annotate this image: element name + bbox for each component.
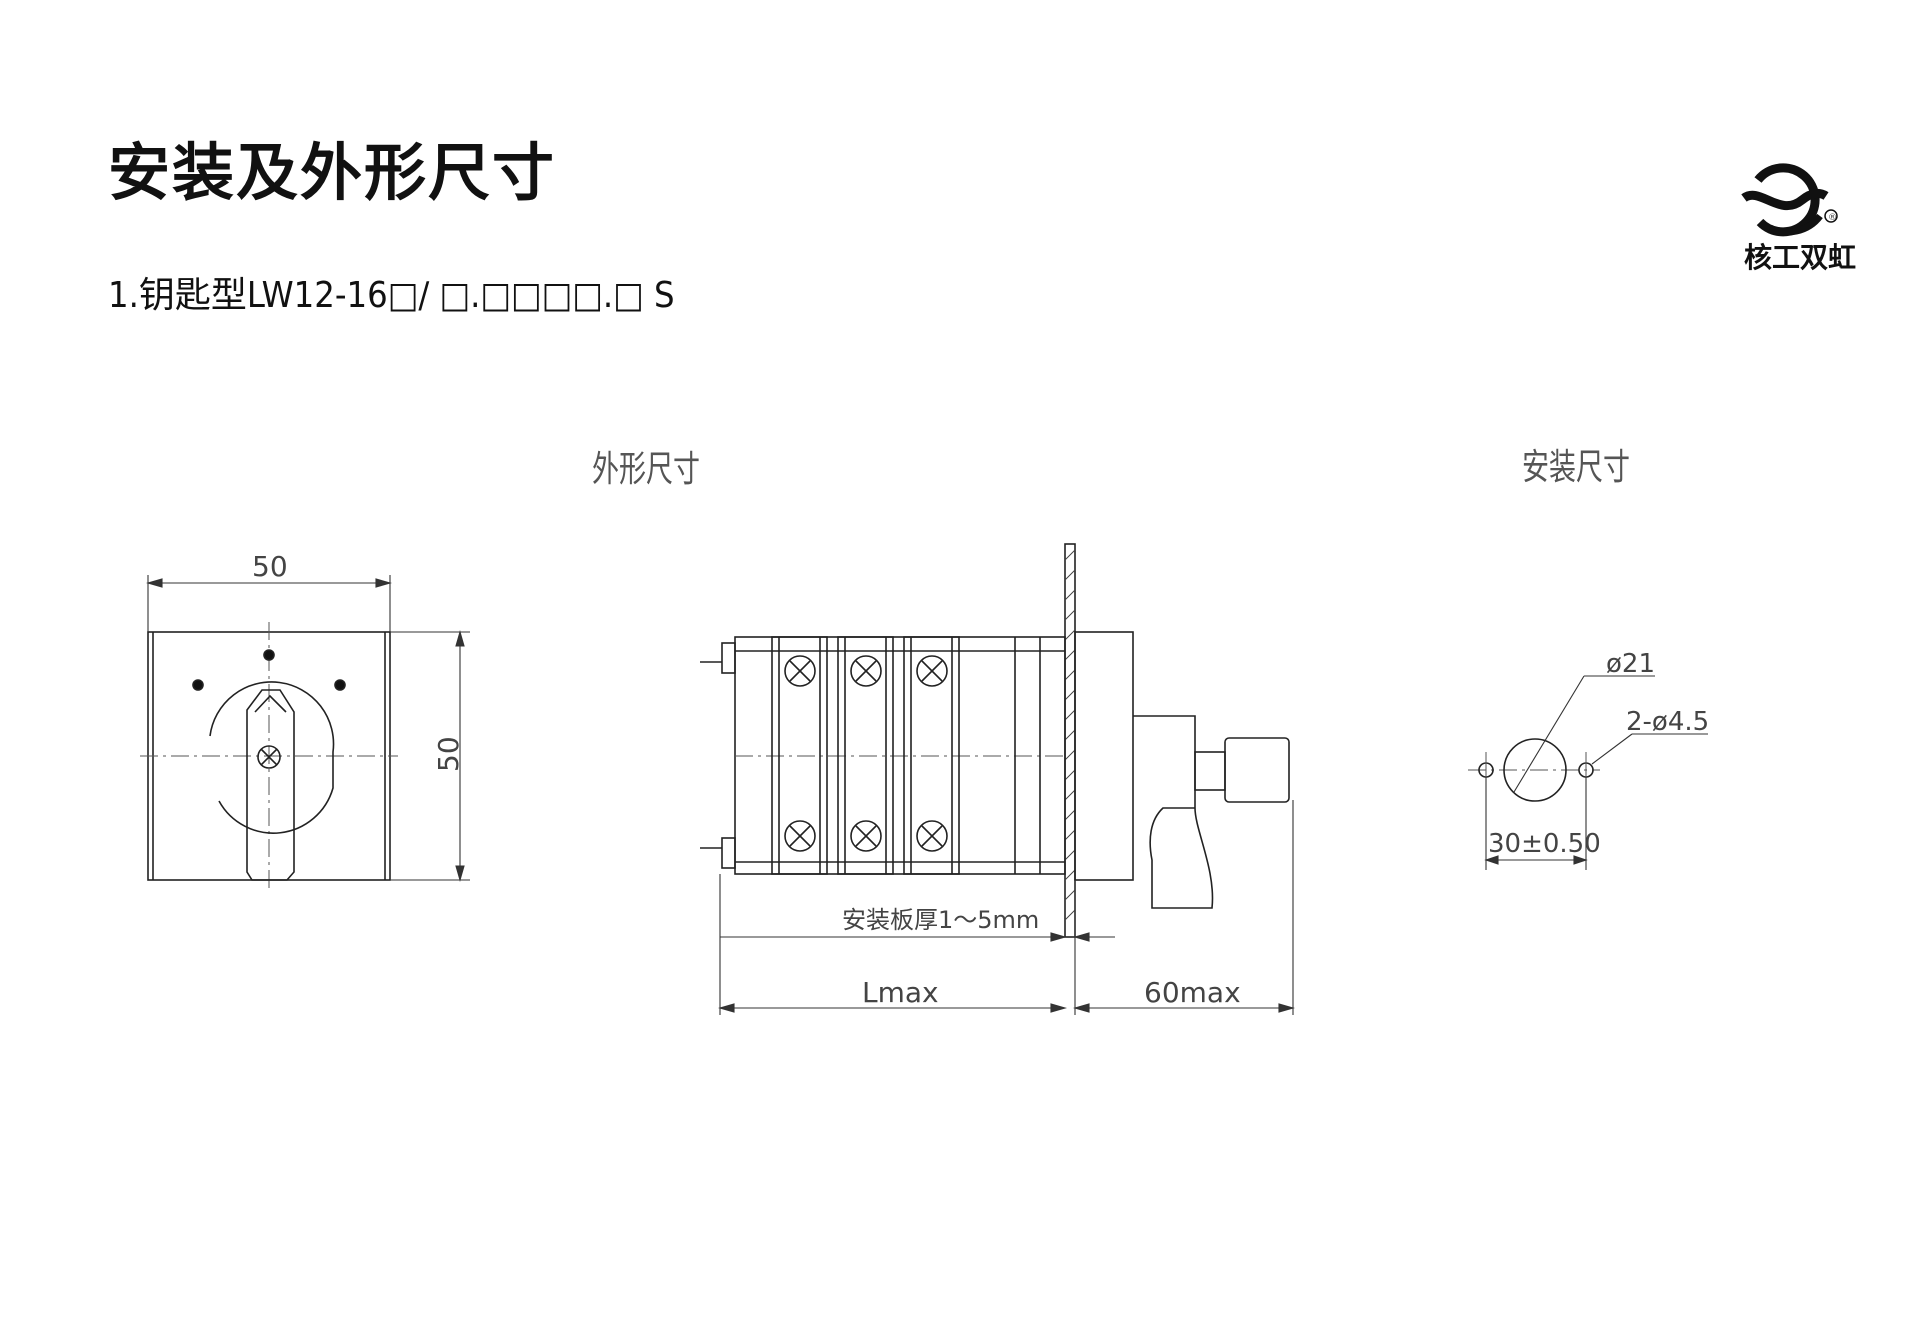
- rotary-handle: [246, 689, 295, 881]
- handle-profile: [1133, 715, 1214, 909]
- side-dimensions: [717, 800, 1296, 1015]
- position-dot-right: [334, 679, 346, 691]
- hole-spacing-label: 30±0.50: [1488, 829, 1601, 859]
- handle-pivot: [257, 745, 281, 769]
- key-stem: [1194, 751, 1226, 791]
- model-subtitle: 1.钥匙型LW12-16□/ □.□□□□.□ S: [108, 275, 675, 316]
- position-dot-left: [192, 679, 204, 691]
- center-hole-label: ø21: [1606, 649, 1655, 679]
- panel-thickness-label: 安装板厚1～5mm: [842, 906, 1039, 934]
- brand-name: 核工双虹: [1744, 241, 1857, 274]
- front-dimensions: [145, 575, 470, 883]
- install-cutout: [1468, 738, 1600, 802]
- side-view: [700, 543, 1290, 938]
- install-dimensions: [1484, 675, 1708, 870]
- cam-section-3: [903, 636, 960, 875]
- outline-dimensions-label: 外形尺寸: [592, 449, 701, 490]
- cam-section-1: [771, 636, 828, 875]
- installation-dimensions-label: 安装尺寸: [1522, 447, 1631, 488]
- front-width-label: 50: [252, 550, 288, 583]
- position-dot-top: [263, 649, 275, 661]
- front-height-label: 50: [432, 736, 465, 772]
- cam-section-2: [837, 636, 894, 875]
- front-view: [140, 622, 398, 890]
- dial-ring: [209, 681, 335, 834]
- brand-logo-icon: ®: [1741, 163, 1838, 237]
- key-head: [1224, 737, 1290, 803]
- front-bezel: [1074, 631, 1134, 881]
- mount-holes-label: 2-ø4.5: [1626, 707, 1709, 737]
- rear-terminal-top: [721, 642, 736, 674]
- registered-mark: ®: [1828, 213, 1837, 223]
- center-hole: [1503, 738, 1567, 802]
- rear-terminal-bottom: [721, 837, 736, 869]
- handle-length-label: 60max: [1144, 976, 1241, 1009]
- body-length-label: Lmax: [862, 976, 939, 1009]
- page-title: 安装及外形尺寸: [108, 136, 557, 209]
